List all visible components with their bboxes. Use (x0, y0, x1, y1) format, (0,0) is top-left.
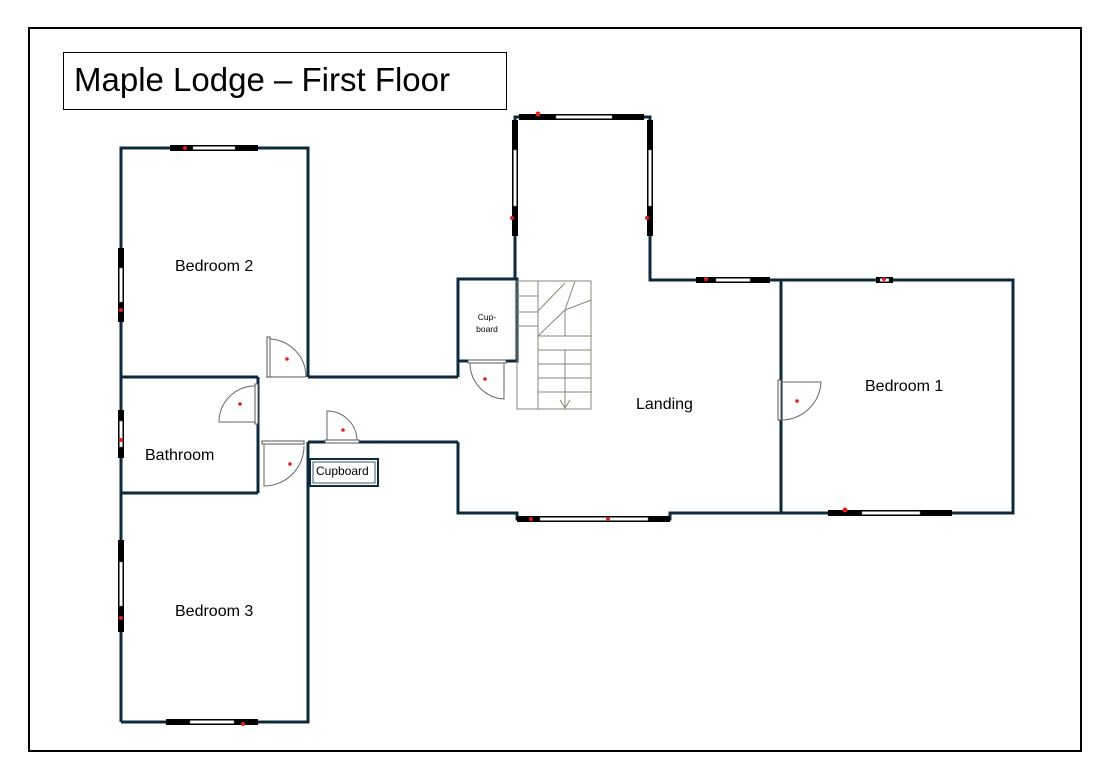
door-landing-cupboard (467, 359, 507, 400)
page-frame (28, 27, 1082, 752)
window-bathroom-left (118, 410, 124, 458)
cupboard-label-line-2: board (476, 324, 498, 334)
room-label-landing-cupboard: Cup- board (466, 311, 508, 335)
window-bedroom3-left (118, 540, 124, 632)
window-markers (119, 111, 886, 726)
bedroom-3-walls (121, 442, 310, 724)
door-bedroom3 (261, 440, 305, 487)
cupboard-label-line-1: Cup- (477, 312, 497, 322)
room-label-landing: Landing (636, 396, 693, 413)
room-label-hall-cupboard: Cupboard (316, 464, 369, 478)
room-label-bedroom-3: Bedroom 3 (175, 603, 254, 620)
door-bedroom2 (266, 336, 307, 378)
door-bedroom1 (777, 379, 822, 421)
window-bedroom3-bottom (166, 719, 258, 725)
doors (218, 336, 822, 487)
bedroom-1-walls (781, 278, 1015, 515)
title-box: Maple Lodge – First Floor (63, 52, 507, 110)
door-bathroom (218, 383, 259, 425)
window-landing-bottom (517, 516, 670, 522)
window-bedroom1-bottom (828, 510, 952, 516)
windows (118, 114, 952, 725)
room-label-bathroom: Bathroom (145, 447, 215, 464)
window-bedroom2-left (118, 248, 124, 322)
plan-title: Maple Lodge – First Floor (74, 61, 451, 98)
window-bedroom2-top (170, 145, 258, 151)
landing-lower-walls (456, 442, 781, 521)
hall-cupboard (309, 458, 379, 487)
staircase (516, 280, 592, 410)
window-landing-top (696, 277, 770, 283)
door-hall-cupboard (324, 410, 360, 444)
window-bay-left (512, 120, 518, 236)
hall-cupboard-inner (312, 461, 376, 484)
window-bay-top (519, 114, 644, 120)
room-label-bedroom-1: Bedroom 1 (865, 378, 944, 395)
window-bay-right (647, 120, 653, 236)
room-label-bedroom-2: Bedroom 2 (175, 258, 254, 275)
